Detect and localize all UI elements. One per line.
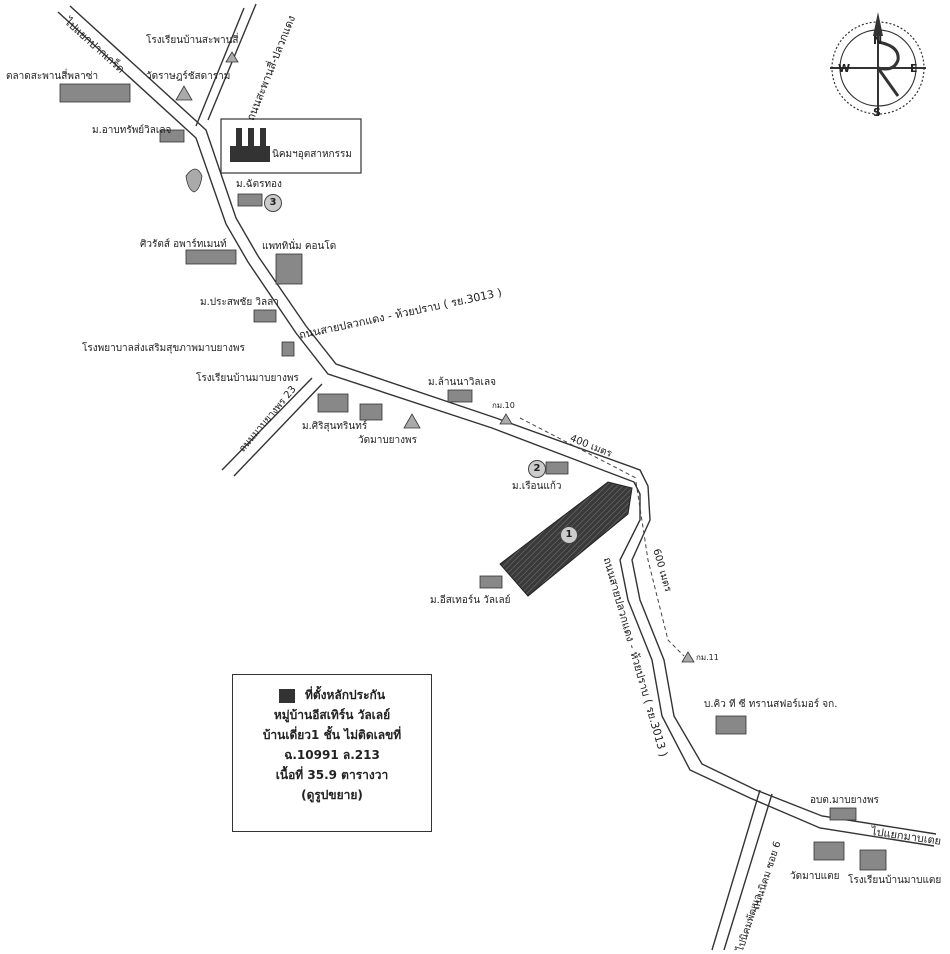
nikhom-road: [711, 789, 773, 951]
label-km11: กม.11: [696, 653, 719, 662]
compass-w: W: [838, 62, 851, 75]
label-wat-map-tae: วัดมาบแตย: [790, 871, 840, 882]
label-m-athip: ม.อาบทรัพย์วิลเลจ: [92, 125, 172, 136]
label-m-prasatchai: ม.ประสพชัย วิลล่า: [200, 297, 279, 308]
label-school-map-tae: โรงเรียนบ้านมาบแตย: [848, 875, 942, 886]
label-industrial: นิคมฯอุตสาหกรรม: [272, 149, 352, 160]
main-road: [57, 5, 937, 847]
label-m-sirisun: ม.ศิริสุนทรินทร์: [302, 421, 368, 432]
industrial-estate: [220, 118, 362, 174]
marker-1: 1: [560, 526, 578, 544]
label-school-saphan-si: โรงเรียนบ้านสะพานสี่: [146, 35, 239, 46]
label-qtc: บ.คิว ที ซี ทรานสฟอร์เมอร์ จก.: [704, 699, 838, 710]
legend-title-row: ที่ตั้งหลักประกัน: [233, 685, 431, 705]
legend-line2: หมู่บ้านอีสเทิร์น วัลเลย์: [273, 708, 391, 722]
label-pattaya-condo: แพททินั่ม คอนโด: [262, 241, 337, 252]
legend-line1: ที่ตั้งหลักประกัน: [304, 688, 386, 702]
marker-3: 3: [264, 194, 282, 212]
legend-box: ที่ตั้งหลักประกัน หมู่บ้านอีสเทิร์น วัลเ…: [232, 674, 432, 832]
label-obt: อบต.มาบยางพร: [810, 795, 879, 806]
label-km10: กม.10: [492, 401, 515, 410]
legend-swatch: [278, 688, 295, 703]
temple-icons: [175, 51, 695, 663]
label-m-lanna: ม.ล้านนาวิลเลจ: [428, 377, 496, 388]
compass-s: S: [873, 106, 881, 119]
label-m-eastern: ม.อีสเทอร์น วัลเลย์: [430, 595, 511, 606]
marker-2: 2: [528, 460, 546, 478]
legend-line3: บ้านเดี่ยว1 ชั้น ไม่ติดเลขที่: [262, 728, 402, 742]
distance-lines: [519, 417, 685, 657]
compass-n: N: [873, 34, 883, 47]
label-siwarat: ศิวรัตส์ อพาร์ทเมนท์: [140, 239, 227, 250]
legend-line5: เนื้อที่ 35.9 ตารางวา: [275, 768, 389, 782]
legend-line6: (ดูรูปขยาย): [301, 788, 363, 802]
legend-line4: ฉ.10991 ล.213: [284, 748, 380, 762]
label-wat-rat: วัดราษฎร์ชัสดาราม: [146, 71, 231, 82]
label-wat-map-yang: วัดมาบยางพร: [358, 435, 417, 446]
label-market: ตลาดสะพานสี่พลาซ่า: [6, 71, 99, 82]
label-school-map-yang: โรงเรียนบ้านมาบยางพร: [196, 373, 299, 384]
building-icons: [59, 83, 887, 871]
label-hospital: โรงพยาบาลส่งเสริมสุขภาพมาบยางพร: [82, 343, 245, 354]
compass-rose-icon: [830, 12, 926, 116]
label-m-ruenkaew: ม.เรือนแก้ว: [512, 481, 562, 492]
compass: N S E W: [818, 6, 938, 126]
label-m-chatthong: ม.ฉัตรทอง: [236, 179, 282, 190]
map-yang-phon-road: [221, 377, 323, 477]
compass-e: E: [910, 62, 918, 75]
